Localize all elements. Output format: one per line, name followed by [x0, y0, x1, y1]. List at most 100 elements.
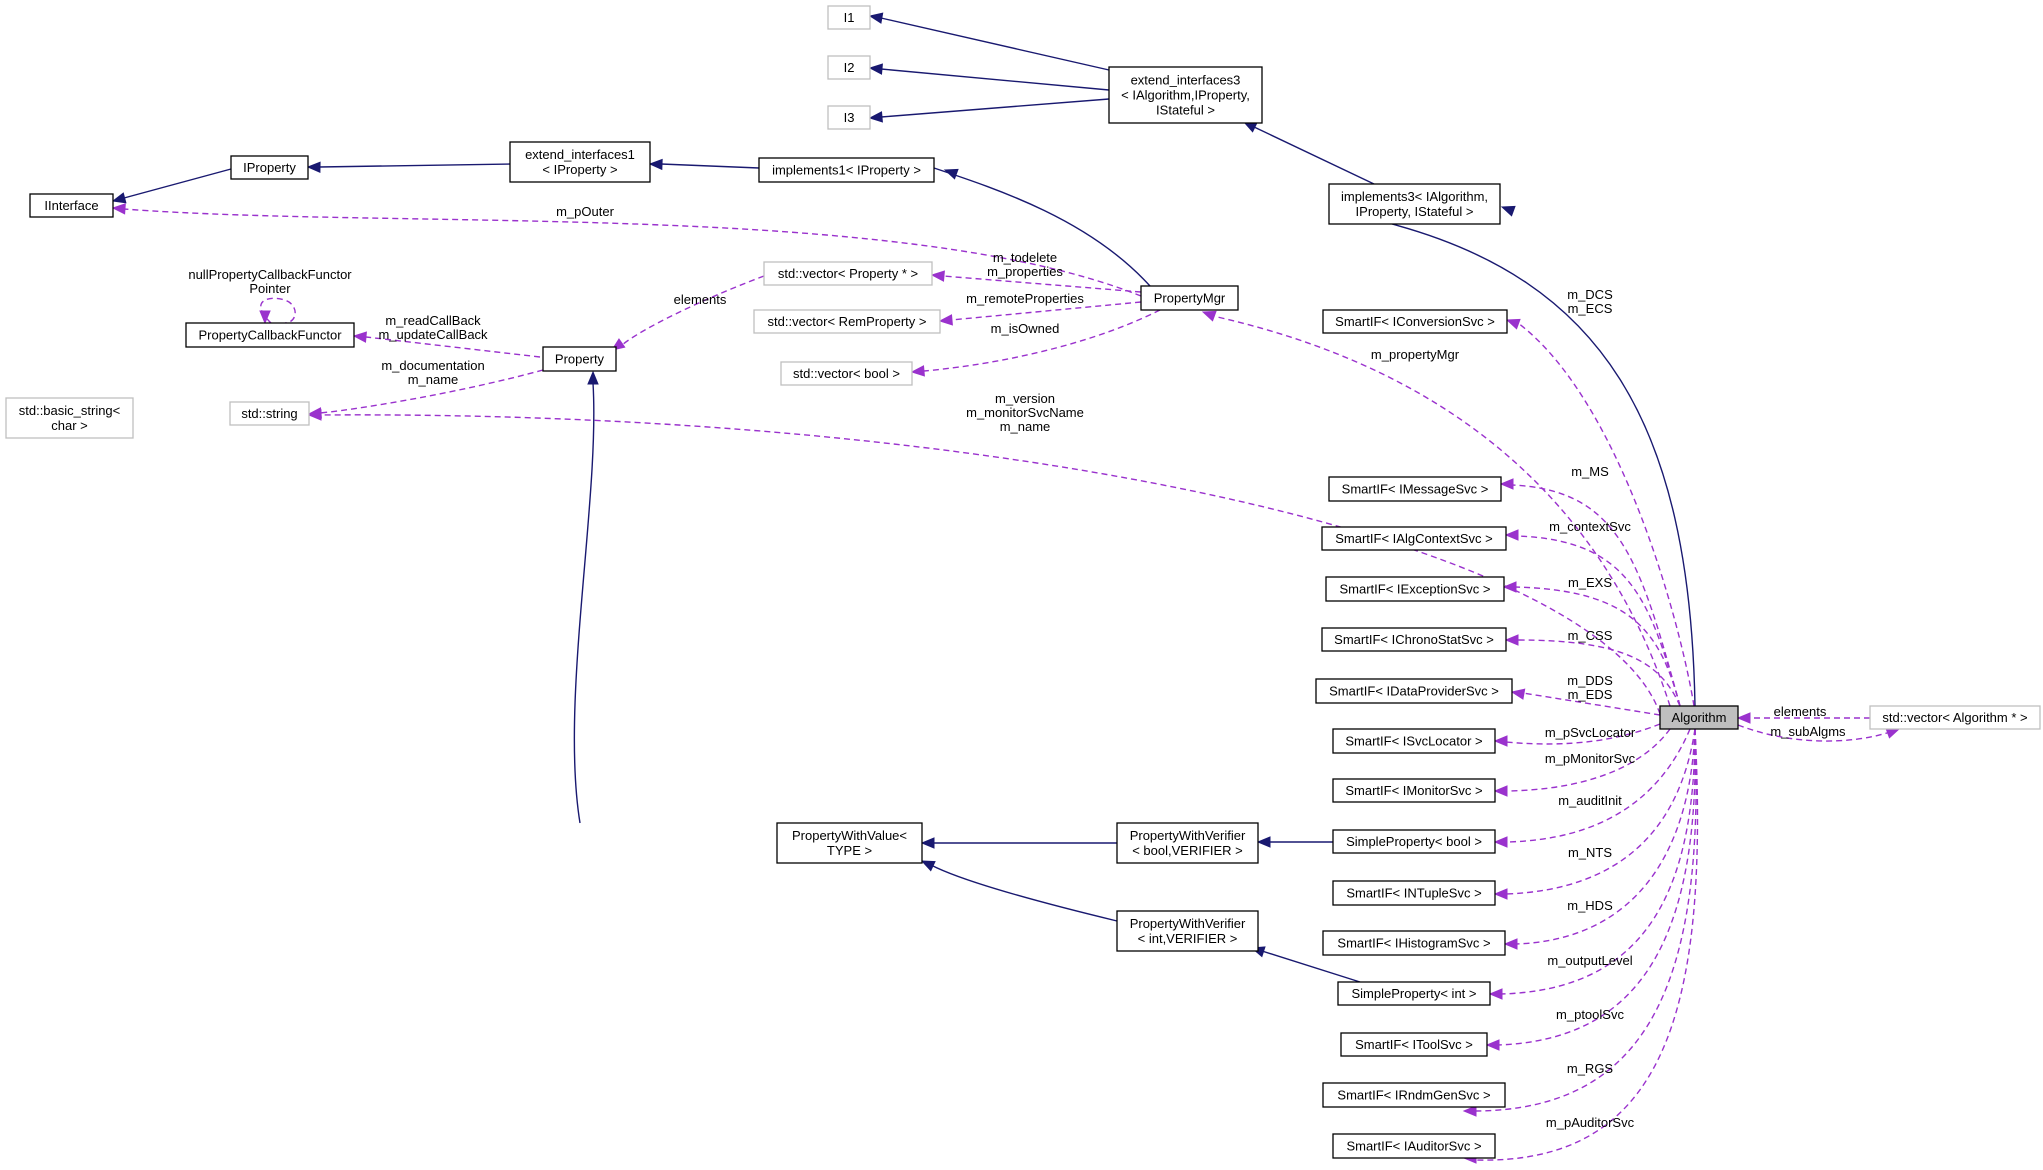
class-node-label: IInterface: [44, 198, 98, 213]
class-node-label: Algorithm: [1672, 710, 1727, 725]
edge-label-contextsvc: m_contextSvc: [1549, 519, 1631, 534]
class-node-extend-interfaces1[interactable]: extend_interfaces1< IProperty >: [509, 141, 651, 183]
usage-arrowhead-svcloc: [1493, 735, 1508, 747]
edge-label-doc-name: m_documentation: [381, 358, 484, 373]
inheritance-edge-impl1: [660, 163, 760, 169]
usage-edge-version: [319, 414, 1661, 715]
class-node-smartif-imonitorsvc[interactable]: SmartIF< IMonitorSvc >: [1332, 778, 1496, 803]
usage-arrowhead-owned: [910, 365, 925, 377]
class-node-basic-string[interactable]: std::basic_string<char >: [5, 397, 134, 439]
usage-edge-dcs: [1517, 322, 1695, 707]
inheritance-arrowhead-pwv: [587, 370, 599, 385]
class-node-label: std::vector< RemProperty >: [768, 314, 927, 329]
class-node-smartif-intuplesvc[interactable]: SmartIF< INTupleSvc >: [1332, 880, 1496, 906]
class-node-iproperty[interactable]: IProperty: [230, 155, 309, 180]
inheritance-edge-spi: [1261, 950, 1361, 983]
class-node-label: I2: [844, 60, 855, 75]
class-node-box: [1315, 678, 1513, 704]
class-node-std-string[interactable]: std::string: [229, 401, 310, 426]
usage-arrowhead-pmgr: [1201, 310, 1217, 322]
class-node-propertywithverifier-bool[interactable]: PropertyWithVerifier< bool,VERIFIER >: [1116, 822, 1259, 864]
class-node-label: SmartIF< INTupleSvc >: [1346, 886, 1481, 901]
class-node-vector-remproperty[interactable]: std::vector< RemProperty >: [753, 309, 941, 334]
inheritance-edge-ext3: [1251, 125, 1375, 185]
usage-arrowhead-ctx: [1504, 529, 1519, 541]
edge-label-css: m_CSS: [1568, 628, 1613, 643]
class-node-smartif-irndmgensvc[interactable]: SmartIF< IRndmGenSvc >: [1322, 1082, 1506, 1108]
class-node-label: std::string: [241, 406, 297, 421]
class-node-vector-bool[interactable]: std::vector< bool >: [780, 361, 913, 386]
edge-label-dds-eds: m_EDS: [1568, 687, 1613, 702]
class-node-implements1[interactable]: implements1< IProperty >: [758, 157, 935, 183]
usage-edge-rgs: [1474, 728, 1697, 1112]
inheritance-edge-I1: [880, 17, 1110, 71]
class-node-label: TYPE >: [827, 843, 872, 858]
class-node-box: [29, 193, 114, 218]
class-node-smartif-ialgcontextsvc[interactable]: SmartIF< IAlgContextSvc >: [1321, 526, 1507, 551]
class-node-smartif-ichronostatsvc[interactable]: SmartIF< IChronoStatSvc >: [1321, 627, 1507, 652]
class-node-label: implements1< IProperty >: [772, 163, 921, 178]
usage-arrowhead-mon: [1493, 785, 1508, 797]
usage-arrowhead-css: [1504, 634, 1519, 646]
class-node-iinterface[interactable]: IInterface: [29, 193, 114, 218]
usage-edge-ms: [1511, 484, 1681, 707]
inheritance-edge-pwv: [573, 382, 595, 824]
class-node-propertywithverifier-int[interactable]: PropertyWithVerifier< int,VERIFIER >: [1116, 910, 1259, 952]
usage-arrowhead-subalg: [1885, 727, 1901, 739]
class-node-propertycallbackfunctor[interactable]: PropertyCallbackFunctor: [185, 322, 355, 348]
class-node-vector-algorithm-ptr[interactable]: std::vector< Algorithm * >: [1869, 705, 2041, 730]
class-node-box: [1869, 705, 2041, 730]
class-node-vector-property-ptr[interactable]: std::vector< Property * >: [763, 261, 933, 286]
usage-edge-hds: [1515, 728, 1696, 945]
usage-arrowhead-todel: [930, 270, 945, 282]
class-node-smartif-iexceptionsvc[interactable]: SmartIF< IExceptionSvc >: [1325, 576, 1505, 602]
class-node-smartif-itoolsvc[interactable]: SmartIF< IToolSvc >: [1340, 1032, 1488, 1057]
usage-edge-outlvl: [1500, 728, 1696, 995]
usage-edge-cbself: [260, 297, 296, 324]
class-node-smartif-isvclocator[interactable]: SmartIF< ISvcLocator >: [1332, 728, 1496, 754]
class-node-property[interactable]: Property: [542, 346, 617, 372]
usage-arrowhead-outlvl: [1488, 988, 1503, 1000]
class-node-box: [827, 105, 871, 130]
class-node-label: I3: [844, 110, 855, 125]
class-node-i1[interactable]: I1: [827, 5, 871, 30]
inheritance-arrowhead-ext1: [306, 161, 321, 173]
class-node-extend-interfaces3[interactable]: extend_interfaces3< IAlgorithm,IProperty…: [1108, 66, 1263, 124]
class-node-label: SmartIF< IConversionSvc >: [1335, 314, 1495, 329]
class-node-smartif-ihistogramsvc[interactable]: SmartIF< IHistogramSvc >: [1322, 930, 1506, 956]
class-node-label: PropertyWithVerifier: [1130, 916, 1246, 931]
class-node-propertymgr[interactable]: PropertyMgr: [1140, 285, 1239, 311]
edge-label-nts: m_NTS: [1568, 845, 1612, 860]
class-node-i3[interactable]: I3: [827, 105, 871, 130]
usage-edge-css: [1516, 639, 1681, 707]
class-node-label: SmartIF< ISvcLocator >: [1345, 734, 1482, 749]
class-node-smartif-iauditorsvc[interactable]: SmartIF< IAuditorSvc >: [1332, 1133, 1496, 1159]
class-node-label: < IAlgorithm,IProperty,: [1121, 88, 1250, 103]
class-node-label: extend_interfaces3: [1131, 73, 1241, 88]
class-node-label: std::vector< bool >: [793, 366, 900, 381]
class-node-smartif-iconversionsvc[interactable]: SmartIF< IConversionSvc >: [1322, 309, 1508, 334]
class-node-simpleproperty-bool[interactable]: SimpleProperty< bool >: [1332, 829, 1496, 854]
edge-label-version-names: m_version: [995, 391, 1055, 406]
inheritance-arrowhead-I1: [868, 12, 884, 24]
edge-label-ms: m_MS: [1571, 464, 1609, 479]
usage-edge-pouter: [123, 208, 1142, 297]
edge-label-version-names: m_name: [1000, 419, 1051, 434]
class-node-box: [1108, 66, 1263, 124]
class-node-propertywithvalue[interactable]: PropertyWithValue<TYPE >: [776, 822, 923, 864]
class-node-box: [1332, 1133, 1496, 1159]
class-node-label: SmartIF< IExceptionSvc >: [1339, 582, 1490, 597]
class-node-smartif-imessagesvc[interactable]: SmartIF< IMessageSvc >: [1328, 476, 1502, 502]
class-node-label: char >: [51, 418, 88, 433]
class-node-box: [758, 157, 935, 183]
class-node-simpleproperty-int[interactable]: SimpleProperty< int >: [1337, 981, 1491, 1006]
class-node-box: [1140, 285, 1239, 311]
class-node-implements3[interactable]: implements3< IAlgorithm,IProperty, IStat…: [1328, 183, 1501, 225]
class-node-i2[interactable]: I2: [827, 55, 871, 80]
usage-edge-nts: [1505, 728, 1696, 895]
usage-edge-dds: [1522, 692, 1661, 716]
usage-edge-remote: [950, 301, 1142, 321]
usage-edge-audinit: [1505, 728, 1691, 843]
class-node-algorithm[interactable]: Algorithm: [1659, 705, 1739, 730]
class-node-smartif-idataprovidersvc[interactable]: SmartIF< IDataProviderSvc >: [1315, 678, 1513, 704]
